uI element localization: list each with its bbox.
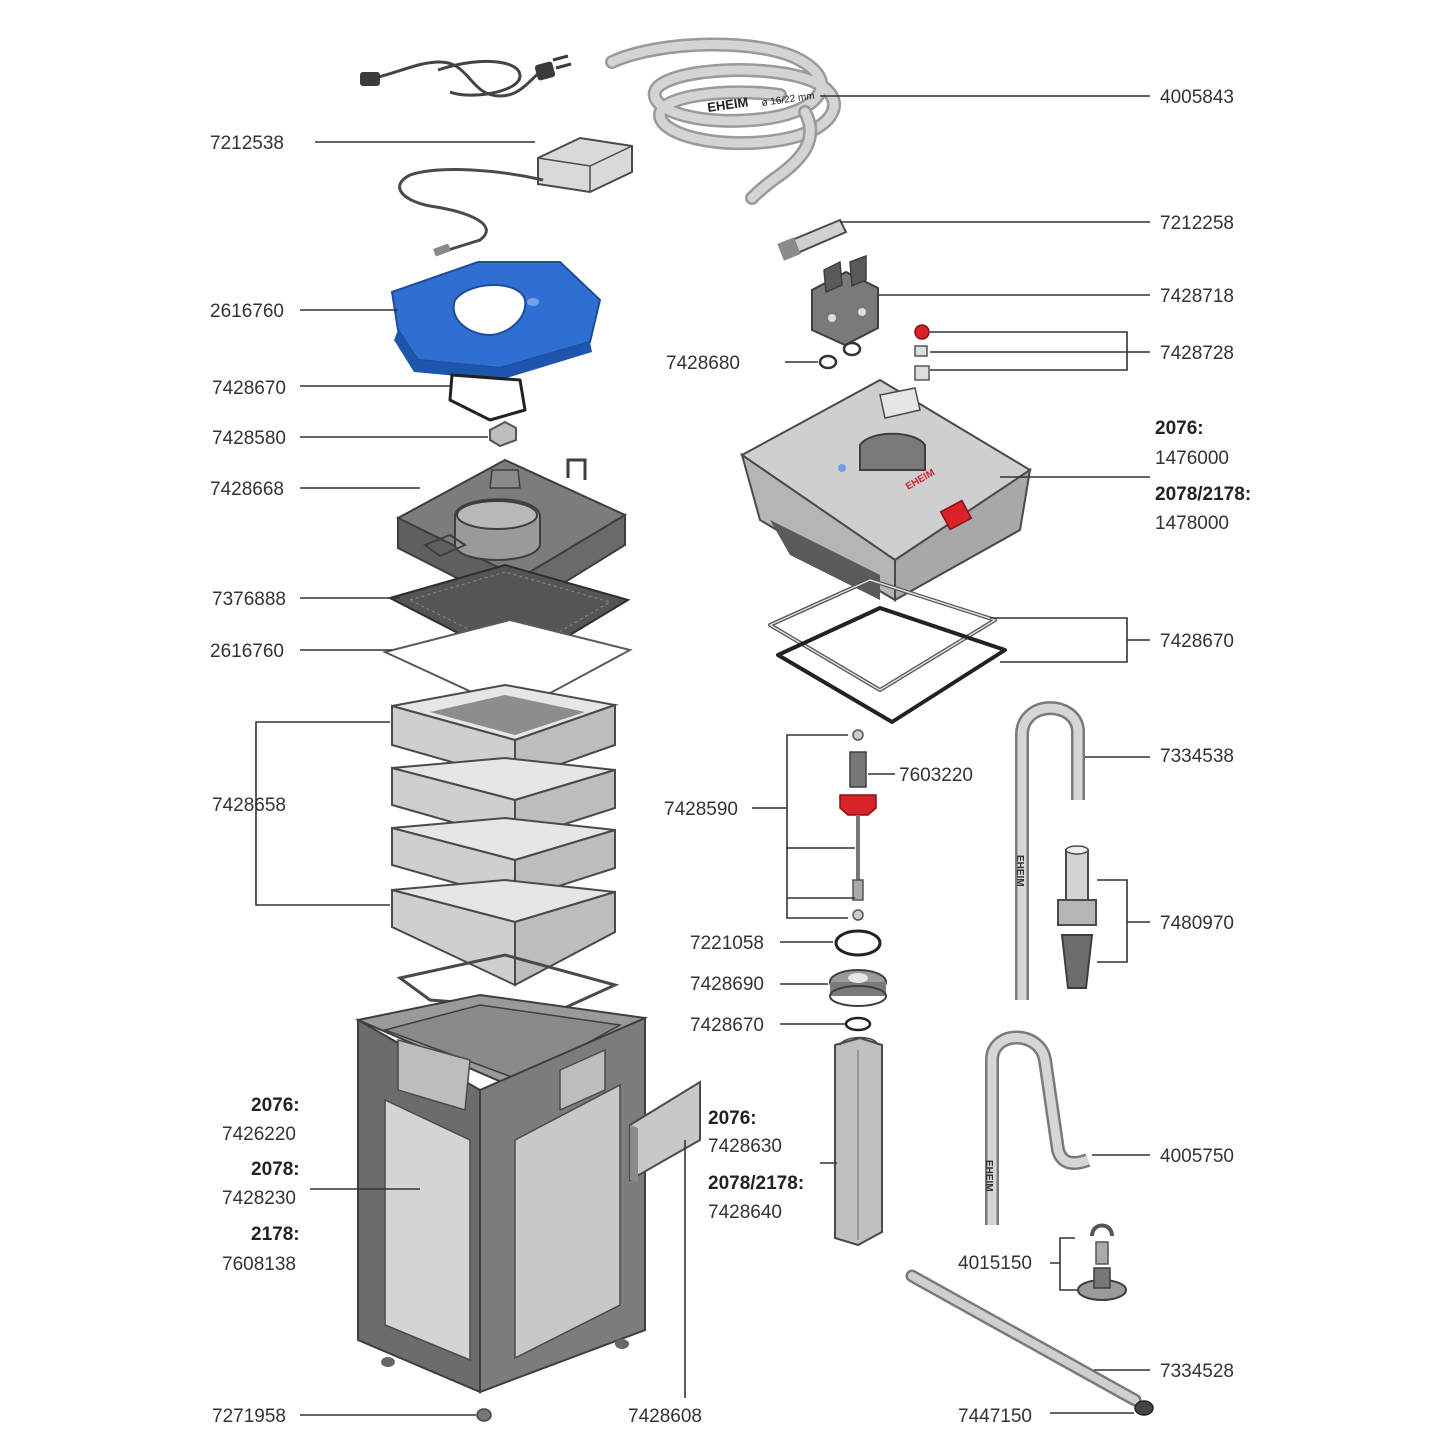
label-7428658: 7428658	[212, 795, 286, 816]
label-clip-part-a: 7428630	[708, 1136, 782, 1157]
label-7428680: 7428680	[666, 353, 740, 374]
filter-baskets	[391, 683, 619, 987]
label-canister-model-b: 2078:	[251, 1159, 300, 1180]
outlet-pipe-imprint: EHEIM	[1014, 855, 1025, 887]
label-canister-part-a: 7426220	[222, 1124, 296, 1145]
label-2616760-pad: 2616760	[210, 641, 284, 662]
part-number-labels: 4005843 7212538 7212258 2616760 7428718 …	[210, 87, 1251, 1427]
suction-cup-holder	[1077, 1223, 1127, 1301]
label-7428690: 7428690	[690, 974, 764, 995]
label-4005750: 4005750	[1160, 1146, 1234, 1167]
outlet-pipe: EHEIM	[1014, 701, 1085, 1000]
canister	[354, 953, 649, 1394]
impeller-cover	[829, 969, 887, 1007]
label-canister-part-b: 7428230	[222, 1188, 296, 1209]
side-clip	[629, 1080, 701, 1182]
cable-connector	[777, 218, 848, 261]
label-7480970: 7480970	[1160, 913, 1234, 934]
label-2616760-lid: 2616760	[210, 301, 284, 322]
impeller-o-ring	[834, 929, 882, 957]
label-clip-model-b: 2078/2178:	[708, 1173, 804, 1194]
valve-set	[914, 324, 930, 381]
spray-bar-end-cap	[1134, 1400, 1154, 1416]
label-7428670-lid: 7428670	[212, 378, 286, 399]
label-7334528: 7334528	[1160, 1361, 1234, 1382]
shaft-o-ring	[844, 1016, 872, 1032]
blue-lid-cover	[390, 261, 602, 380]
label-head-model-b: 2078/2178:	[1155, 484, 1251, 505]
label-clip-model-a: 2076:	[708, 1108, 757, 1129]
label-head-model-a: 2076:	[1155, 418, 1204, 439]
label-7428608: 7428608	[628, 1406, 702, 1427]
intake-strainer	[1057, 845, 1097, 989]
spray-bar	[905, 1269, 1142, 1407]
label-7221058: 7221058	[690, 933, 764, 954]
label-7447150: 7447150	[958, 1406, 1032, 1427]
basket-4	[391, 878, 616, 987]
basket-2	[391, 756, 616, 842]
label-canister-model-c: 2178:	[251, 1224, 300, 1245]
label-7428580: 7428580	[212, 428, 286, 449]
valve-adapter	[811, 254, 879, 347]
lid-gasket-ring	[448, 373, 527, 422]
tubing-hose: EHEIM ø 16/22 mm	[605, 37, 841, 205]
head-sealing-rings	[768, 578, 1007, 724]
label-7428670-head: 7428670	[1160, 631, 1234, 652]
leader-lines	[255, 95, 1150, 1416]
impeller-assembly	[839, 729, 877, 921]
small-o-rings	[818, 341, 862, 370]
label-7271958: 7271958	[212, 1406, 286, 1427]
label-7428718: 7428718	[1160, 286, 1234, 307]
label-7428670-shaft: 7428670	[690, 1015, 764, 1036]
hose-brand-imprint: EHEIM	[706, 94, 749, 115]
label-head-part-a: 1476000	[1155, 448, 1229, 469]
pump-head: EHEIM	[740, 378, 1032, 602]
label-7212258: 7212258	[1160, 213, 1234, 234]
label-7334538: 7334538	[1160, 746, 1234, 767]
label-4015150: 4015150	[958, 1253, 1032, 1274]
canister-foot	[476, 1408, 492, 1422]
power-cord	[360, 54, 572, 98]
label-head-part-b: 1478000	[1155, 513, 1229, 534]
label-7212538: 7212538	[210, 133, 284, 154]
label-7376888: 7376888	[212, 589, 286, 610]
label-canister-part-c: 7608138	[222, 1254, 296, 1275]
label-7428728: 7428728	[1160, 343, 1234, 364]
return-pipe: EHEIM	[983, 1030, 1091, 1225]
label-4005843: 4005843	[1160, 87, 1234, 108]
label-7603220: 7603220	[899, 765, 973, 786]
power-supply	[398, 136, 633, 257]
return-pipe-imprint: EHEIM	[983, 1160, 994, 1192]
label-clip-part-b: 7428640	[708, 1202, 782, 1223]
intake-tube	[834, 1036, 883, 1247]
label-7428668: 7428668	[210, 479, 284, 500]
vent-knob	[489, 420, 517, 448]
label-7428590: 7428590	[664, 799, 738, 820]
label-canister-model-a: 2076:	[251, 1095, 300, 1116]
